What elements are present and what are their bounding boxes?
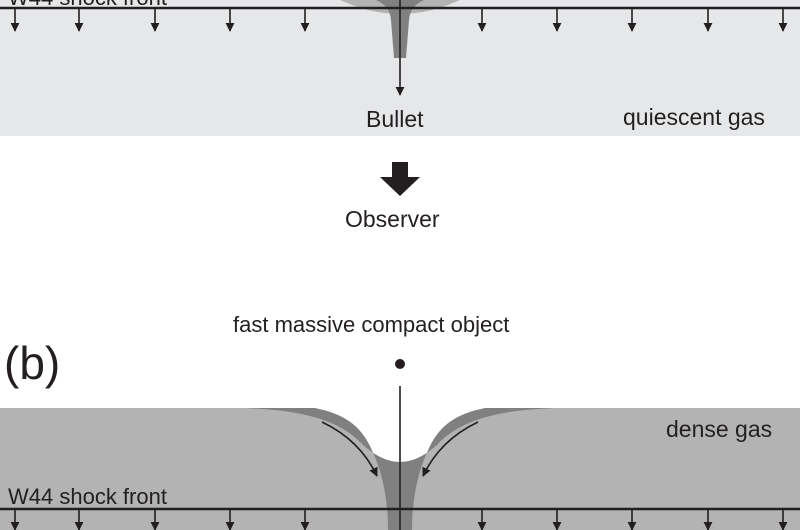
- observer-label: Observer: [345, 206, 440, 232]
- shock-arrows-a: [10, 9, 788, 32]
- panel-b-label: (b): [4, 337, 61, 389]
- panel-a: [0, 0, 800, 196]
- compact-object-dot: [395, 359, 405, 369]
- flow-arrow-left: [321, 421, 378, 477]
- dense-gas-label: dense gas: [666, 416, 773, 442]
- flow-arrow-right: [422, 421, 479, 477]
- quiescent-gas-label: quiescent gas: [623, 104, 765, 130]
- shock-arrows-b: [10, 510, 788, 530]
- bullet-label: Bullet: [366, 106, 424, 132]
- panel-b: [0, 359, 800, 530]
- observer-arrow-icon: [380, 162, 420, 196]
- compact-object-label: fast massive compact object: [233, 312, 510, 337]
- shock-front-label-b: W44 shock front: [8, 484, 167, 509]
- shock-front-label-a: W44 shock front: [8, 0, 167, 9]
